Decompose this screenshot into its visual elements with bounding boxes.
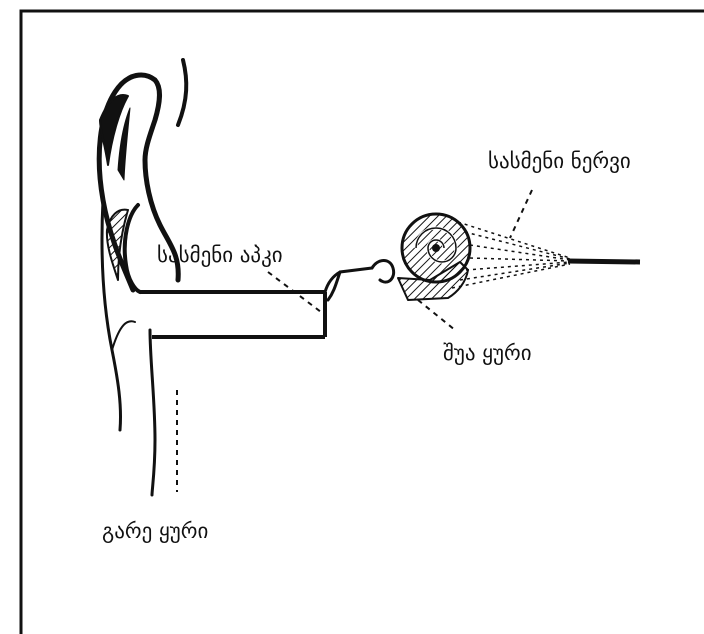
head-outline — [178, 60, 186, 125]
leader-middle-ear — [418, 300, 455, 330]
label-ear-canal: სასმენი აპკი — [157, 243, 283, 267]
label-middle-ear: შუა ყური — [443, 341, 532, 365]
label-outer-ear: გარე ყური — [102, 519, 208, 543]
label-auditory-nerve: სასმენი ნერვი — [488, 149, 631, 173]
leader-auditory-nerve — [510, 190, 532, 238]
eardrum-ossicles — [325, 261, 394, 301]
lobule — [112, 321, 135, 350]
tragus — [150, 330, 155, 495]
ear-canal-tube — [140, 292, 325, 337]
outer-ear-auricle — [99, 60, 186, 495]
helix-inner-shadow — [118, 108, 130, 180]
auditory-nerve — [568, 261, 640, 262]
